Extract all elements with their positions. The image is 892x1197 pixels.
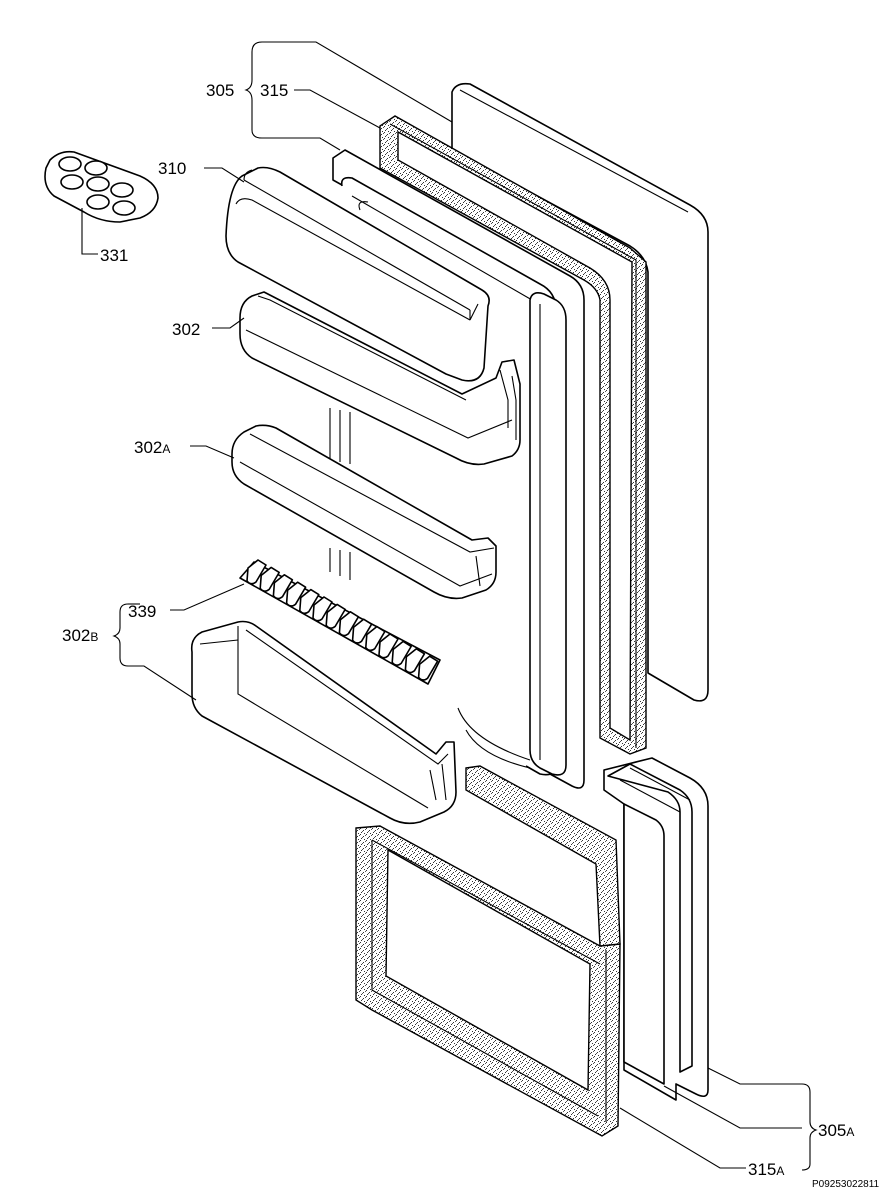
egg-rack-slat — [391, 640, 412, 666]
label-302: 302 — [172, 320, 200, 339]
egg-rack-slat — [312, 596, 333, 622]
shelf-302A — [231, 424, 497, 600]
egg-rack-slat — [404, 648, 426, 674]
shelf-302 — [239, 291, 521, 466]
leader-lines — [81, 41, 818, 1171]
label-305A: 305A — [818, 1121, 854, 1140]
label-315A: 315A — [748, 1160, 784, 1179]
label-331: 331 — [100, 246, 128, 265]
label-310: 310 — [158, 159, 186, 178]
label-302B: 302B — [62, 626, 98, 645]
egg-rack-slat — [299, 588, 320, 615]
label-305: 305 — [206, 81, 234, 100]
egg-rack-slat — [338, 611, 360, 637]
egg-rack-slat — [417, 655, 439, 681]
egg-rack-slat — [351, 618, 373, 644]
shelf-302B — [190, 620, 457, 825]
egg-rack-slat — [246, 559, 267, 585]
egg-rack-slat — [378, 633, 399, 659]
drawing-code: P09253022811 — [812, 1179, 880, 1190]
lower-door-gasket — [355, 765, 621, 1137]
egg-rack-slat — [365, 625, 386, 652]
egg-rack-slat — [325, 603, 346, 629]
egg-rack-339 — [239, 559, 441, 685]
shelf-310-compartment — [225, 166, 490, 382]
egg-rack-slat — [285, 581, 307, 607]
lower-door-outer-panel — [603, 757, 709, 1101]
callout-labels: 305 315 310 331 302 302A 339 302B 305A 3… — [62, 81, 880, 1190]
label-302A: 302A — [134, 438, 170, 457]
upper-door-gasket — [379, 115, 647, 755]
egg-rack-slat — [272, 574, 294, 600]
label-339: 339 — [128, 602, 156, 621]
egg-tray-331 — [44, 150, 159, 223]
egg-rack-slat — [259, 566, 280, 592]
label-315: 315 — [260, 81, 288, 100]
